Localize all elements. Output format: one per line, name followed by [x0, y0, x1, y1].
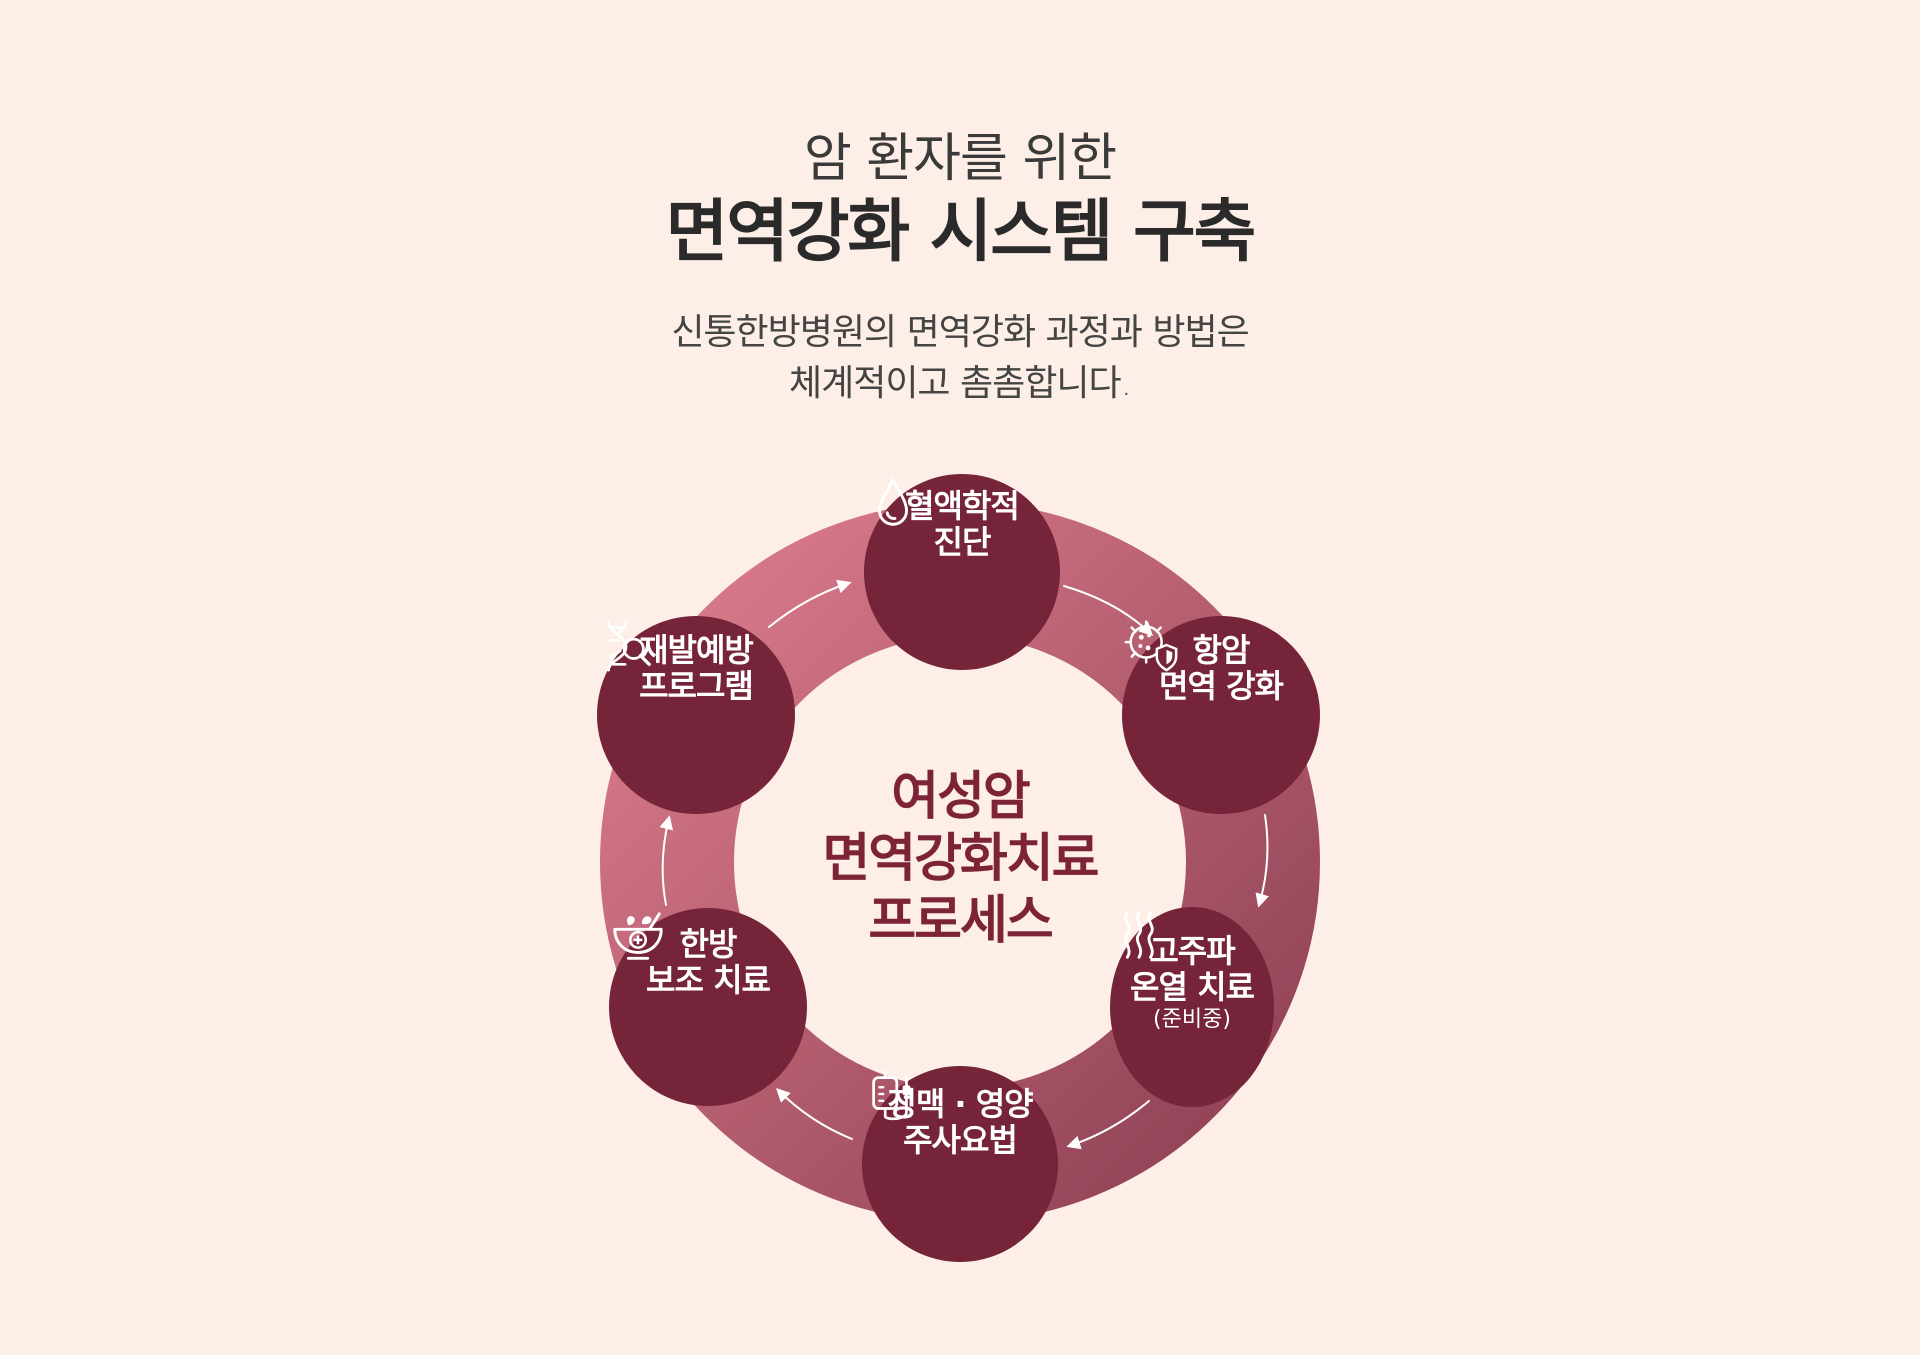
flow-arrows	[659, 579, 1269, 1150]
page-title: 면역강화 시스템 구축	[665, 193, 1256, 273]
step-recurrence-prevention: 재발예방 프로그램	[597, 616, 795, 814]
center-title: 여성암 면역강화치료 프로세스	[760, 766, 1160, 952]
blood-drop-icon	[878, 478, 908, 526]
herbal-bowl-icon	[613, 912, 663, 960]
step-thermal-therapy: 고주파 온열 치료 (준비중)	[1110, 907, 1274, 1107]
step-label-line: 한방	[679, 925, 738, 963]
step-iv-nutrition: 정맥 · 영양 주사요법	[862, 1066, 1058, 1262]
flow-arrow	[1066, 1100, 1150, 1150]
header: 암 환자를 위한 면역강화 시스템 구축 신통한방병원의 면역강화 과정과 방법…	[0, 128, 1920, 409]
step-label-line: 온열 치료	[1130, 968, 1255, 1006]
virus-shield-icon	[1124, 620, 1178, 672]
step-blood-diagnosis: 혈액학적 진단	[864, 474, 1060, 670]
step-label-line: 재발예방	[639, 631, 754, 669]
step-label-line: 프로그램	[639, 667, 754, 705]
step-label-line: 항암	[1192, 631, 1251, 669]
description: 신통한방병원의 면역강화 과정과 방법은 체계적이고 촘촘합니다.	[0, 307, 1920, 409]
iv-bag-icon	[872, 1070, 911, 1121]
step-label-line: 보조 치료	[646, 961, 771, 999]
step-label-line: 혈액학적	[905, 487, 1020, 525]
description-line: 체계적이고 촘촘합니다.	[788, 362, 1132, 404]
flow-arrow	[776, 1088, 853, 1140]
step-immune-boost: 항암 면역 강화	[1122, 616, 1320, 814]
dna-search-icon	[607, 620, 651, 672]
step-label-line: 주사요법	[903, 1121, 1018, 1159]
description-line: 신통한방병원의 면역강화 과정과 방법은	[671, 311, 1249, 353]
step-label-line: 정맥 · 영양	[887, 1085, 1033, 1123]
flow-arrow	[768, 579, 852, 628]
center-title-line: 프로세스	[868, 891, 1053, 951]
flow-arrow	[659, 815, 674, 906]
step-label-line: 면역 강화	[1159, 667, 1284, 705]
step-herbal-care: 한방 보조 치료	[609, 908, 807, 1106]
step-label-line: 고주파	[1149, 932, 1235, 970]
step-label-line: 진단	[933, 523, 992, 561]
flow-arrow	[1255, 814, 1269, 908]
step-note: (준비중)	[1153, 1007, 1231, 1032]
center-title-line: 여성암	[891, 767, 1031, 827]
heat-waves-icon	[1124, 911, 1154, 959]
eyebrow-text: 암 환자를 위한	[803, 129, 1117, 189]
center-title-line: 면역강화치료	[822, 829, 1099, 889]
